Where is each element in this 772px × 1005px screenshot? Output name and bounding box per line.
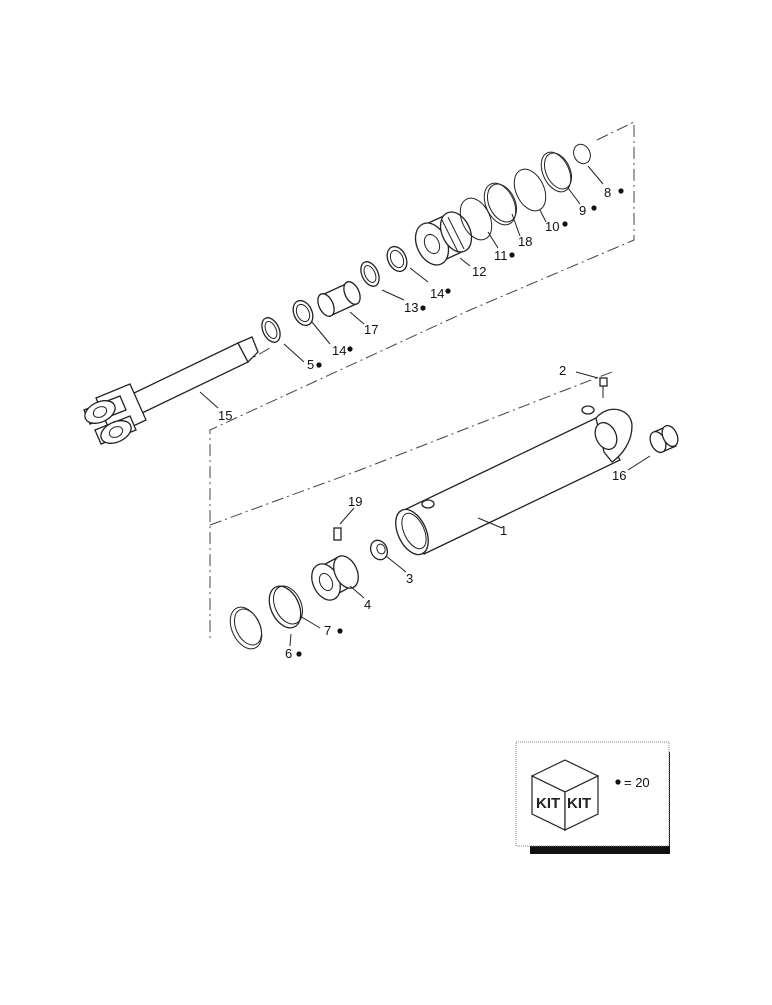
kit-legend-note: = 20: [624, 775, 650, 790]
callout-16: 16: [612, 468, 626, 483]
kit-dot-13: [420, 305, 426, 311]
kit-dot-7: [337, 628, 343, 634]
o-ring-10: [513, 168, 547, 212]
callout-8: 8: [604, 185, 611, 200]
callout-1: 1: [500, 523, 507, 538]
callout-2: 2: [559, 363, 566, 378]
seal-5: [261, 317, 281, 343]
callout-12: 12: [472, 264, 486, 279]
nut-3: [369, 539, 389, 561]
kit-dot-11: [509, 252, 515, 258]
kit-dot-14-upper: [445, 288, 451, 294]
ring-14-lower: [292, 299, 314, 327]
callout-5: 5: [307, 357, 314, 372]
kit-legend: KIT KIT = 20: [515, 741, 670, 854]
callout-11: 11: [494, 248, 508, 263]
cylinder-barrel: [395, 405, 633, 556]
kit-legend-dot: [615, 779, 621, 785]
kit-dot-14-lower: [347, 346, 353, 352]
callout-14-lower: 14: [332, 343, 346, 358]
callout-19: 19: [348, 494, 362, 509]
ring-9: [540, 151, 573, 193]
ring-18: [483, 182, 518, 226]
kit-cube-icon: KIT KIT: [530, 759, 600, 831]
callout-17: 17: [364, 322, 378, 337]
callout-4: 4: [364, 597, 371, 612]
fitting-2: [599, 377, 608, 398]
kit-dot-10: [562, 221, 568, 227]
callout-10: 10: [545, 219, 559, 234]
kit-dot-8: [618, 188, 624, 194]
callout-15: 15: [218, 408, 232, 423]
kit-bullets: [296, 188, 624, 657]
kit-face-left: KIT: [536, 795, 560, 812]
leader-lines: [199, 165, 651, 647]
seal-7: [268, 585, 304, 629]
o-ring-8: [573, 143, 591, 165]
snap-ring-6: [229, 606, 263, 650]
callout-6: 6: [285, 646, 292, 661]
callout-13: 13: [404, 300, 418, 315]
callout-7: 7: [324, 623, 331, 638]
assembly-guide-lines: [209, 121, 635, 640]
bushing-16: [649, 424, 679, 454]
kit-face-right: KIT: [567, 795, 591, 812]
callout-18: 18: [518, 234, 532, 249]
ring-13: [360, 261, 380, 287]
callout-9: 9: [579, 203, 586, 218]
kit-dot-6: [296, 651, 302, 657]
fitting-19: [333, 527, 342, 541]
callout-14-upper: 14: [430, 286, 444, 301]
kit-dot-9: [591, 205, 597, 211]
callout-labels: 1 2 3 4 5 6 7 8 9 10 11 12 13 14 14 15 1…: [218, 185, 626, 661]
piston-rod: [83, 336, 259, 445]
callout-3: 3: [406, 571, 413, 586]
kit-dot-5: [316, 362, 322, 368]
piston-12: [414, 211, 473, 266]
ring-14-upper: [386, 245, 408, 273]
gland-4: [311, 555, 359, 601]
bushing-17: [317, 281, 361, 317]
